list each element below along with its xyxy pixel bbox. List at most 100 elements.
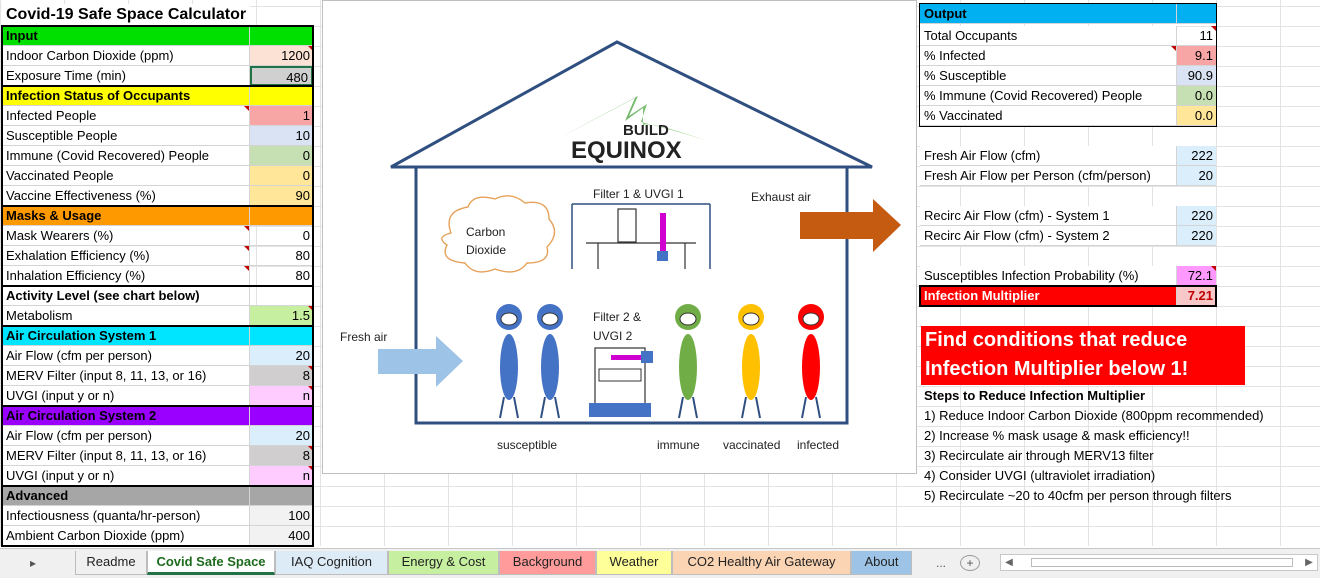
step-item: 2) Increase % mask usage & mask efficien…: [924, 428, 1190, 443]
row-susceptible-people[interactable]: Susceptible People 10: [2, 126, 313, 146]
input-header-value: [250, 26, 313, 46]
more-tabs-icon[interactable]: ...: [935, 556, 946, 570]
house-diagram[interactable]: BUILD EQUINOX Filter 1 & UVGI 1 Exhaust …: [322, 0, 917, 474]
row-air2-merv[interactable]: MERV Filter (input 8, 11, 13, or 16) 8: [2, 446, 313, 466]
fresh-air-per-person-label: Fresh Air Flow per Person (cfm/person): [920, 166, 1177, 186]
advanced-header[interactable]: Advanced: [2, 486, 313, 506]
activity-header-value: [250, 286, 313, 306]
row-infectiousness[interactable]: Infectiousness (quanta/hr-person) 100: [2, 506, 313, 526]
indoor-co2-input[interactable]: 1200: [250, 46, 313, 66]
recirc-system-1-label: Recirc Air Flow (cfm) - System 1: [920, 206, 1177, 226]
metabolism-input[interactable]: 1.5: [250, 306, 313, 326]
row-pct-susceptible[interactable]: % Susceptible 90.9: [920, 66, 1216, 86]
air2-flow-input[interactable]: 20: [250, 426, 313, 446]
advanced-header-label: Advanced: [2, 486, 250, 506]
air-system-1-header-label: Air Circulation System 1: [2, 326, 250, 346]
row-vaccine-effectiveness[interactable]: Vaccine Effectiveness (%) 90: [2, 186, 313, 206]
output-header[interactable]: Output: [920, 4, 1216, 24]
row-air1-flow[interactable]: Air Flow (cfm per person) 20: [2, 346, 313, 366]
row-recirc-system-1[interactable]: Recirc Air Flow (cfm) - System 1 220: [920, 206, 1216, 226]
row-total-occupants[interactable]: Total Occupants 11: [920, 26, 1216, 46]
inhalation-efficiency-input[interactable]: 80: [250, 266, 313, 286]
row-infection-probability[interactable]: Susceptibles Infection Probability (%) 7…: [920, 266, 1216, 286]
row-ambient-co2[interactable]: Ambient Carbon Dioxide (ppm) 400: [2, 526, 313, 546]
recirc-system-2-value[interactable]: 220: [1177, 226, 1216, 246]
air1-merv-input[interactable]: 8: [250, 366, 313, 386]
fresh-air-flow-value[interactable]: 222: [1177, 146, 1216, 166]
exposure-time-input[interactable]: 480: [250, 66, 313, 86]
activity-header[interactable]: Activity Level (see chart below): [2, 286, 313, 306]
row-metabolism[interactable]: Metabolism 1.5: [2, 306, 313, 326]
row-air1-merv[interactable]: MERV Filter (input 8, 11, 13, or 16) 8: [2, 366, 313, 386]
row-inhalation-efficiency[interactable]: Inhalation Efficiency (%) 80: [2, 266, 313, 286]
row-infection-multiplier[interactable]: Infection Multiplier 7.21: [920, 286, 1216, 306]
immune-people-input[interactable]: 0: [250, 146, 313, 166]
infection-header[interactable]: Infection Status of Occupants: [2, 86, 313, 106]
scrollbar-thumb[interactable]: [1031, 558, 1293, 567]
tab-covid-safe-space[interactable]: Covid Safe Space: [147, 551, 275, 575]
row-pct-immune[interactable]: % Immune (Covid Recovered) People 0.0: [920, 86, 1216, 106]
row-fresh-air-flow[interactable]: Fresh Air Flow (cfm) 222: [920, 146, 1216, 166]
infectiousness-label: Infectiousness (quanta/hr-person): [2, 506, 250, 526]
row-fresh-air-per-person[interactable]: Fresh Air Flow per Person (cfm/person) 2…: [920, 166, 1216, 186]
air2-flow-label: Air Flow (cfm per person): [2, 426, 250, 446]
tab-about[interactable]: About: [851, 551, 912, 575]
infection-probability-value[interactable]: 72.1: [1177, 266, 1216, 286]
row-air2-flow[interactable]: Air Flow (cfm per person) 20: [2, 426, 313, 446]
air1-uvgi-input[interactable]: n: [250, 386, 313, 406]
infected-people-input[interactable]: 1: [250, 106, 313, 126]
tab-readme[interactable]: Readme: [75, 551, 147, 575]
step-item: 5) Recirculate ~20 to 40cfm per person t…: [924, 488, 1232, 503]
row-infected-people[interactable]: Infected People 1: [2, 106, 313, 126]
tab-weather[interactable]: Weather: [596, 551, 672, 575]
row-vaccinated-people[interactable]: Vaccinated People 0: [2, 166, 313, 186]
pct-vaccinated-value[interactable]: 0.0: [1177, 106, 1216, 126]
pct-infected-value[interactable]: 9.1: [1177, 46, 1216, 66]
row-pct-infected[interactable]: % Infected 9.1: [920, 46, 1216, 66]
row-air1-uvgi[interactable]: UVGI (input y or n) n: [2, 386, 313, 406]
pct-susceptible-value[interactable]: 90.9: [1177, 66, 1216, 86]
row-exposure-time[interactable]: Exposure Time (min) 480: [2, 66, 313, 86]
masks-header[interactable]: Masks & Usage: [2, 206, 313, 226]
air2-uvgi-label: UVGI (input y or n): [2, 466, 250, 486]
row-immune-people[interactable]: Immune (Covid Recovered) People 0: [2, 146, 313, 166]
vaccine-effectiveness-input[interactable]: 90: [250, 186, 313, 206]
scroll-tabs-right-icon[interactable]: ▸: [29, 556, 37, 570]
ambient-co2-input[interactable]: 400: [250, 526, 313, 546]
row-exhalation-efficiency[interactable]: Exhalation Efficiency (%) 80: [2, 246, 313, 266]
scroll-right-icon[interactable]: ▶: [1305, 557, 1313, 568]
infectiousness-input[interactable]: 100: [250, 506, 313, 526]
row-pct-vaccinated[interactable]: % Vaccinated 0.0: [920, 106, 1216, 126]
row-air2-uvgi[interactable]: UVGI (input y or n) n: [2, 466, 313, 486]
infection-multiplier-label: Infection Multiplier: [920, 286, 1177, 306]
exhalation-efficiency-input[interactable]: 80: [250, 246, 313, 266]
total-occupants-value[interactable]: 11: [1177, 26, 1216, 46]
filter-2-label-line1: Filter 2 &: [593, 310, 641, 324]
tab-background[interactable]: Background: [499, 551, 596, 575]
horizontal-scrollbar[interactable]: ◀ ▶: [1000, 554, 1318, 571]
scroll-left-icon[interactable]: ◀: [1005, 557, 1013, 568]
pct-immune-value[interactable]: 0.0: [1177, 86, 1216, 106]
vaccinated-people-label: Vaccinated People: [2, 166, 250, 186]
tab-iaq-cognition[interactable]: IAQ Cognition: [275, 551, 388, 575]
recirc-system-1-value[interactable]: 220: [1177, 206, 1216, 226]
air2-merv-input[interactable]: 8: [250, 446, 313, 466]
input-header[interactable]: Input: [2, 26, 313, 46]
vaccinated-people-input[interactable]: 0: [250, 166, 313, 186]
mask-wearers-input[interactable]: 0: [250, 226, 313, 246]
banner-line1: Find conditions that reduce: [925, 329, 1188, 351]
row-indoor-co2[interactable]: Indoor Carbon Dioxide (ppm) 1200: [2, 46, 313, 66]
air-system-1-header[interactable]: Air Circulation System 1: [2, 326, 313, 346]
tab-co2-healthy-air-gateway[interactable]: CO2 Healthy Air Gateway: [672, 551, 851, 575]
tab-energy-cost[interactable]: Energy & Cost: [388, 551, 499, 575]
add-sheet-icon[interactable]: +: [960, 555, 980, 571]
air2-uvgi-input[interactable]: n: [250, 466, 313, 486]
susceptible-people-input[interactable]: 10: [250, 126, 313, 146]
air1-flow-input[interactable]: 20: [250, 346, 313, 366]
infection-multiplier-value[interactable]: 7.21: [1177, 286, 1216, 306]
air-system-2-header[interactable]: Air Circulation System 2: [2, 406, 313, 426]
input-header-label: Input: [2, 26, 250, 46]
fresh-air-per-person-value[interactable]: 20: [1177, 166, 1216, 186]
row-recirc-system-2[interactable]: Recirc Air Flow (cfm) - System 2 220: [920, 226, 1216, 246]
row-mask-wearers[interactable]: Mask Wearers (%) 0: [2, 226, 313, 246]
